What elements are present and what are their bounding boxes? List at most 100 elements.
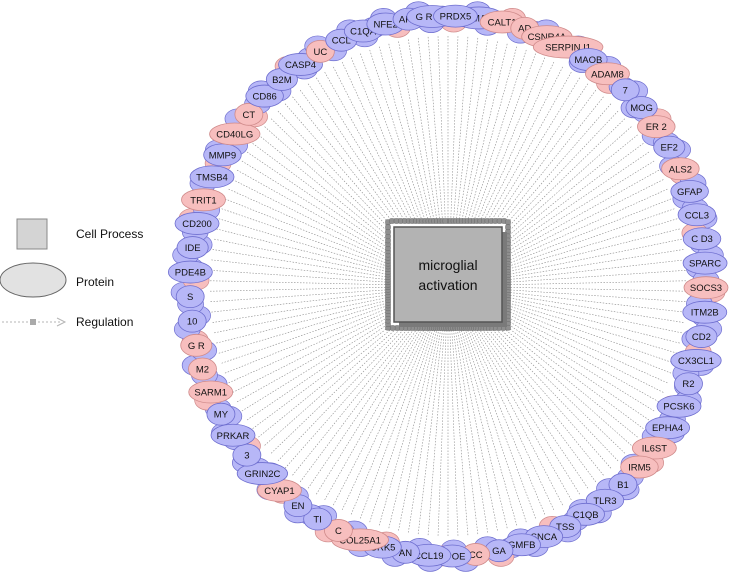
regulation-edge	[507, 313, 664, 393]
regulation-edge	[479, 61, 555, 222]
regulation-edge	[307, 83, 402, 222]
legend-regulation-square	[30, 319, 36, 325]
protein-node-label: EPHA4	[652, 423, 683, 434]
regulation-edge	[507, 151, 650, 249]
protein-node-shape	[210, 423, 256, 447]
protein-node-label: ALS2	[669, 164, 692, 175]
regulation-edge	[483, 66, 563, 222]
protein-node-label: AN	[399, 548, 412, 559]
protein-node[interactable]: CCL3	[677, 203, 717, 227]
protein-node[interactable]: EPHA4	[645, 416, 691, 440]
protein-node[interactable]: MMP9	[203, 143, 242, 167]
protein-node[interactable]: C D3	[682, 227, 722, 251]
protein-node[interactable]: ITM2B	[682, 300, 728, 324]
regulation-edge	[507, 143, 644, 245]
protein-node-label: PRKAR	[217, 431, 250, 442]
protein-node[interactable]: 3	[232, 443, 262, 467]
regulation-edge	[212, 249, 389, 278]
regulation-edge	[507, 294, 684, 323]
protein-node[interactable]: 10	[177, 309, 207, 333]
protein-node[interactable]: MY	[206, 402, 236, 426]
protein-node-label: G R M3	[416, 12, 449, 23]
protein-node-label: MY	[214, 410, 229, 421]
regulation-edge	[503, 96, 604, 222]
regulation-edge	[507, 103, 612, 223]
protein-node[interactable]: C	[324, 519, 353, 542]
protein-node[interactable]: GRIN2C	[236, 462, 288, 485]
protein-node[interactable]: PRKAR	[210, 423, 256, 447]
protein-node[interactable]: CYAP1	[257, 479, 302, 502]
protein-node[interactable]: 7	[610, 78, 640, 102]
edge-end-marker	[505, 224, 511, 230]
center-process[interactable]: microglial activation	[393, 226, 507, 327]
protein-node[interactable]: CD200	[174, 212, 220, 235]
protein-node[interactable]: IDE	[176, 236, 209, 259]
regulation-edge	[252, 143, 389, 245]
protein-node[interactable]: R2	[674, 372, 703, 396]
protein-node[interactable]: PDE4B	[167, 260, 213, 284]
protein-node-shape	[670, 179, 709, 203]
regulation-edge	[299, 327, 415, 483]
protein-node-label: EF2	[661, 143, 678, 154]
edge-end-marker	[389, 218, 395, 224]
protein-node-shape	[631, 436, 677, 460]
protein-node-label: CC	[469, 550, 483, 561]
protein-node[interactable]: S	[175, 285, 205, 309]
regulation-edge	[450, 36, 459, 222]
protein-node[interactable]: G R	[180, 333, 213, 357]
protein-node[interactable]: ER 2	[637, 115, 676, 139]
protein-node-label: CCL3	[685, 210, 709, 221]
protein-node-shape	[181, 188, 226, 212]
protein-node[interactable]: CD86	[245, 84, 284, 108]
protein-node[interactable]: TI	[303, 507, 333, 531]
regulation-edge	[224, 198, 389, 264]
protein-node[interactable]: CD40LG	[209, 122, 261, 146]
protein-node[interactable]: PCSK6	[656, 394, 702, 418]
protein-node-label: SERPIN I1	[545, 43, 591, 54]
protein-node-label: MOG	[630, 103, 653, 114]
protein-node[interactable]: SOCS3	[683, 276, 729, 300]
edge-end-marker	[389, 325, 396, 331]
protein-node-shape	[303, 507, 333, 531]
protein-node[interactable]: EF2	[653, 135, 686, 159]
protein-node[interactable]: IRM5	[620, 455, 659, 479]
protein-node[interactable]: TMSB4	[189, 165, 235, 189]
protein-node-shape	[209, 122, 261, 146]
regulation-edge	[484, 327, 604, 476]
protein-node[interactable]: SPARC	[682, 251, 728, 275]
protein-node[interactable]: GFAP	[670, 179, 709, 203]
protein-node-shape	[677, 203, 717, 227]
protein-node[interactable]: PRDX5	[433, 4, 478, 28]
protein-node[interactable]: B1	[608, 473, 638, 496]
protein-node-label: COL25A1	[339, 535, 381, 546]
regulation-edge	[427, 36, 443, 222]
protein-node[interactable]: M2	[188, 357, 217, 381]
protein-node[interactable]: SARM1	[188, 380, 234, 404]
protein-node-shape	[610, 78, 640, 102]
protein-node[interactable]: CT	[234, 102, 264, 126]
protein-node-label: CCL19	[414, 551, 444, 562]
regulation-edge	[277, 110, 389, 228]
protein-node-label: SNCA	[531, 532, 558, 543]
regulation-edge	[453, 36, 469, 222]
protein-node-shape	[176, 236, 209, 259]
protein-node-label: SOCS3	[690, 283, 722, 294]
protein-node[interactable]: ALS2	[661, 157, 700, 181]
protein-node[interactable]: MOG	[625, 96, 658, 119]
regulation-edge	[241, 320, 389, 412]
regulation-edge	[470, 327, 563, 506]
protein-node-shape	[620, 455, 659, 479]
regulation-edge	[417, 37, 441, 222]
regulation-edge	[507, 126, 632, 237]
protein-node[interactable]: IL6ST	[631, 436, 677, 460]
regulation-edge	[494, 327, 626, 454]
regulation-edge	[498, 327, 632, 446]
regulation-edge	[369, 49, 426, 222]
protein-node-shape	[433, 4, 478, 28]
protein-node[interactable]: CX3CL1	[670, 349, 722, 372]
protein-node[interactable]: ADAM8	[585, 62, 630, 86]
protein-node[interactable]: TRIT1	[181, 188, 226, 212]
protein-node[interactable]: CD2	[685, 325, 718, 348]
protein-node-shape	[245, 84, 284, 108]
protein-node-shape	[674, 372, 703, 396]
